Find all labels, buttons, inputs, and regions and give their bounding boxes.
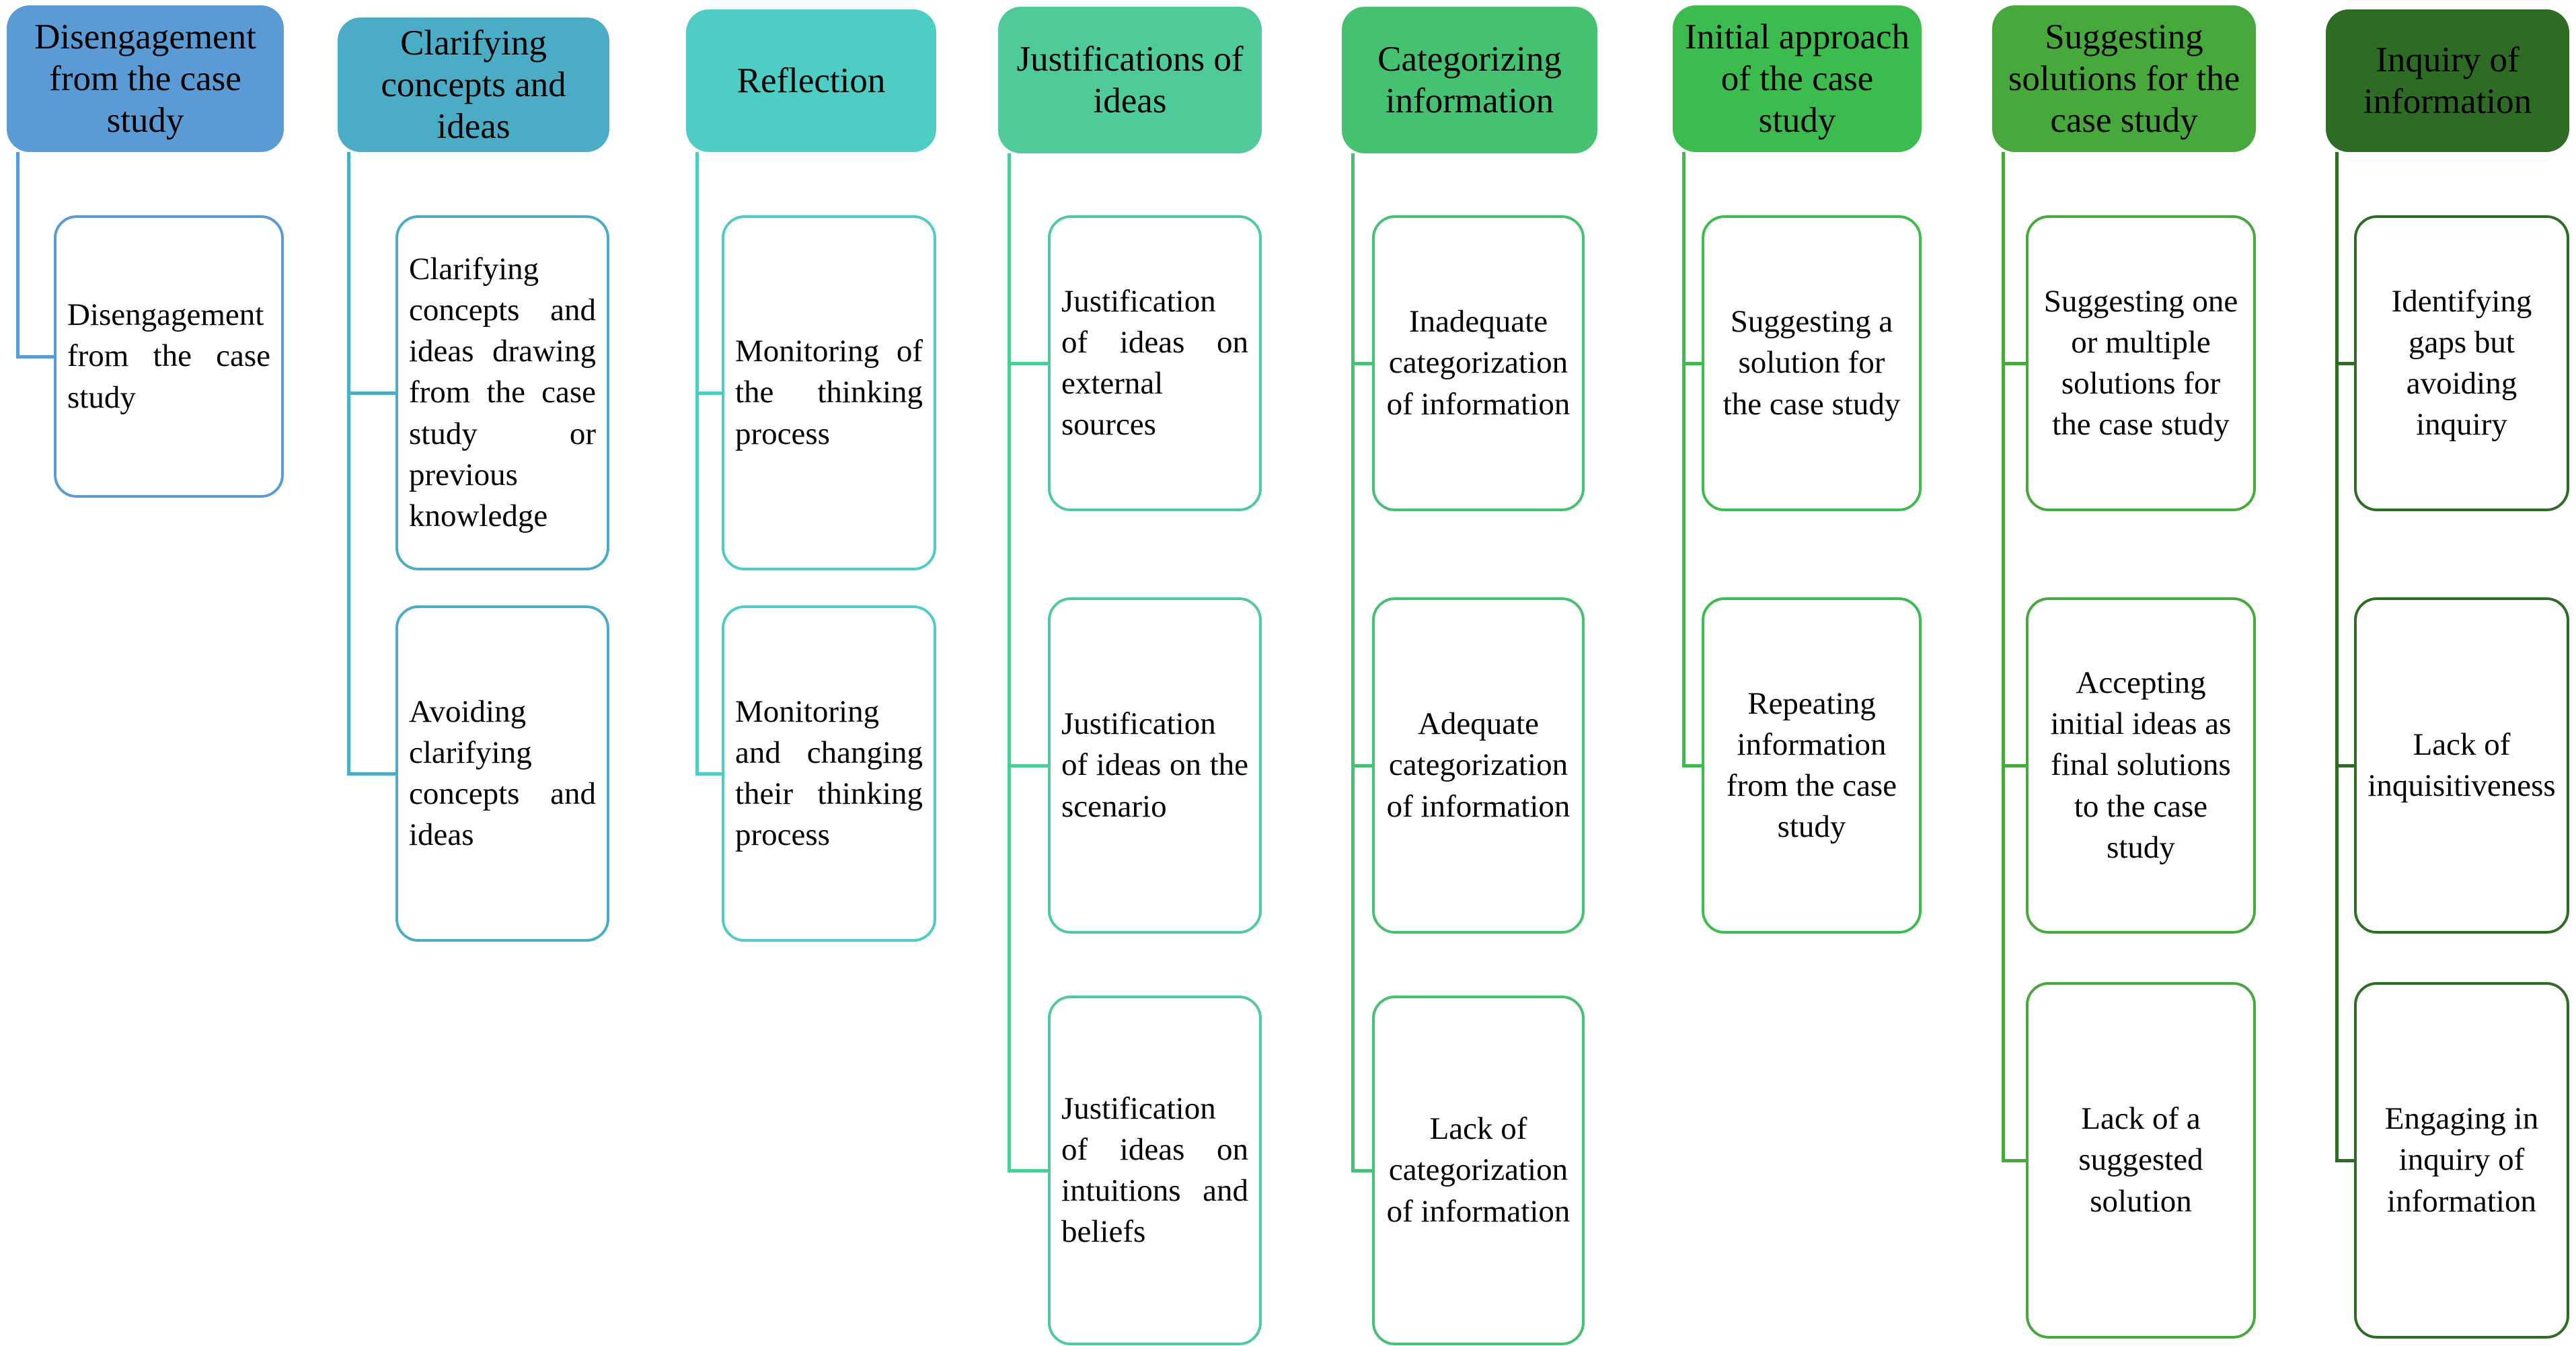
indicator-box-disengagement-0[interactable]: Disengagement from the case study <box>54 215 284 498</box>
connector-elbow-suggesting-solutions-2 <box>2002 1159 2026 1162</box>
connector-rail-suggesting-solutions <box>2002 152 2005 1160</box>
connector-elbow-reflection-1 <box>695 772 722 776</box>
connector-rail-inquiry <box>2335 152 2339 1160</box>
indicator-label: Adequate categorization of information <box>1386 706 1570 824</box>
connector-rail-disengagement <box>16 152 20 357</box>
indicator-box-initial-approach-1[interactable]: Repeating information from the case stud… <box>1702 597 1922 934</box>
indicator-label: Clarifying concepts and ideas drawing fr… <box>409 252 596 533</box>
connector-elbow-categorizing-2 <box>1351 1169 1372 1172</box>
indicator-label: Justification of ideas on the scenario <box>1061 706 1248 824</box>
connector-elbow-categorizing-0 <box>1351 362 1372 365</box>
category-header-justifications[interactable]: Justifications of ideas <box>998 7 1262 153</box>
indicator-label: Lack of inquisitiveness <box>2367 726 2556 803</box>
connector-elbow-initial-approach-1 <box>1682 764 1702 768</box>
indicator-label: Identifying gaps but avoiding inquiry <box>2391 283 2532 443</box>
indicator-label: Lack of a suggested solution <box>2078 1101 2203 1219</box>
connector-rail-initial-approach <box>1682 152 1685 765</box>
connector-elbow-initial-approach-0 <box>1682 362 1702 365</box>
category-header-initial-approach[interactable]: Initial approach of the case study <box>1673 5 1922 152</box>
connector-elbow-reflection-0 <box>695 391 722 395</box>
indicator-label: Suggesting one or multiple solutions for… <box>2043 283 2238 443</box>
category-header-clarifying-concepts[interactable]: Clarifying concepts and ideas <box>338 17 609 152</box>
indicator-box-justifications-0[interactable]: Justification of ideas on external sourc… <box>1048 215 1262 511</box>
indicator-label: Inadequate categorization of information <box>1386 304 1570 422</box>
category-header-reflection[interactable]: Reflection <box>686 9 936 152</box>
indicator-label: Monitoring of the thinking process <box>735 334 923 451</box>
indicator-label: Accepting initial ideas as final solutio… <box>2050 665 2232 865</box>
connector-elbow-suggesting-solutions-0 <box>2002 362 2026 365</box>
connector-rail-clarifying-concepts <box>347 152 350 774</box>
indicator-box-inquiry-1[interactable]: Lack of inquisitiveness <box>2354 597 2569 934</box>
indicator-box-categorizing-0[interactable]: Inadequate categorization of information <box>1372 215 1585 511</box>
connector-elbow-inquiry-1 <box>2335 764 2354 768</box>
connector-elbow-clarifying-concepts-1 <box>347 772 395 776</box>
indicator-label: Lack of categorization of information <box>1386 1111 1570 1229</box>
indicator-box-suggesting-solutions-1[interactable]: Accepting initial ideas as final solutio… <box>2026 597 2256 934</box>
connector-elbow-justifications-2 <box>1008 1169 1048 1172</box>
indicator-box-suggesting-solutions-0[interactable]: Suggesting one or multiple solutions for… <box>2026 215 2256 511</box>
indicator-label: Justification of ideas on intuitions and… <box>1061 1090 1248 1250</box>
indicator-box-inquiry-0[interactable]: Identifying gaps but avoiding inquiry <box>2354 215 2569 511</box>
category-header-suggesting-solutions[interactable]: Suggesting solutions for the case study <box>1992 5 2256 152</box>
indicator-box-clarifying-concepts-1[interactable]: Avoiding clarifying concepts and ideas <box>395 605 609 942</box>
indicator-box-categorizing-2[interactable]: Lack of categorization of information <box>1372 996 1585 1345</box>
indicator-box-reflection-0[interactable]: Monitoring of the thinking process <box>722 215 936 570</box>
indicator-box-justifications-1[interactable]: Justification of ideas on the scenario <box>1048 597 1262 934</box>
indicator-label: Monitoring and changing their thinking p… <box>735 694 923 853</box>
category-header-disengagement[interactable]: Disengagement from the case study <box>7 5 284 152</box>
indicator-label: Justification of ideas on external sourc… <box>1061 283 1248 443</box>
connector-elbow-suggesting-solutions-1 <box>2002 764 2026 768</box>
indicator-label: Engaging in inquiry of information <box>2384 1101 2539 1219</box>
indicator-label: Avoiding clarifying concepts and ideas <box>409 694 596 853</box>
connector-elbow-disengagement-0 <box>16 355 54 359</box>
connector-rail-reflection <box>695 152 699 774</box>
connector-elbow-categorizing-1 <box>1351 764 1372 768</box>
indicator-box-clarifying-concepts-0[interactable]: Clarifying concepts and ideas drawing fr… <box>395 215 609 570</box>
category-header-inquiry[interactable]: Inquiry of information <box>2326 9 2569 152</box>
connector-rail-categorizing <box>1351 153 1355 1170</box>
indicator-label: Repeating information from the case stud… <box>1726 685 1897 845</box>
indicator-box-reflection-1[interactable]: Monitoring and changing their thinking p… <box>722 605 936 942</box>
connector-elbow-inquiry-0 <box>2335 362 2354 365</box>
indicator-box-initial-approach-0[interactable]: Suggesting a solution for the case study <box>1702 215 1922 511</box>
connector-elbow-justifications-0 <box>1008 362 1048 365</box>
indicator-box-justifications-2[interactable]: Justification of ideas on intuitions and… <box>1048 996 1262 1345</box>
connector-elbow-clarifying-concepts-0 <box>347 391 395 395</box>
indicator-box-suggesting-solutions-2[interactable]: Lack of a suggested solution <box>2026 982 2256 1339</box>
indicator-label: Suggesting a solution for the case study <box>1722 304 1901 422</box>
connector-elbow-inquiry-2 <box>2335 1159 2354 1162</box>
category-header-categorizing[interactable]: Categorizing information <box>1342 7 1597 153</box>
indicator-label: Disengagement from the case study <box>67 297 270 415</box>
connector-rail-justifications <box>1008 153 1011 1170</box>
connector-elbow-justifications-1 <box>1008 764 1048 768</box>
indicator-box-inquiry-2[interactable]: Engaging in inquiry of information <box>2354 982 2569 1339</box>
indicator-box-categorizing-1[interactable]: Adequate categorization of information <box>1372 597 1585 934</box>
